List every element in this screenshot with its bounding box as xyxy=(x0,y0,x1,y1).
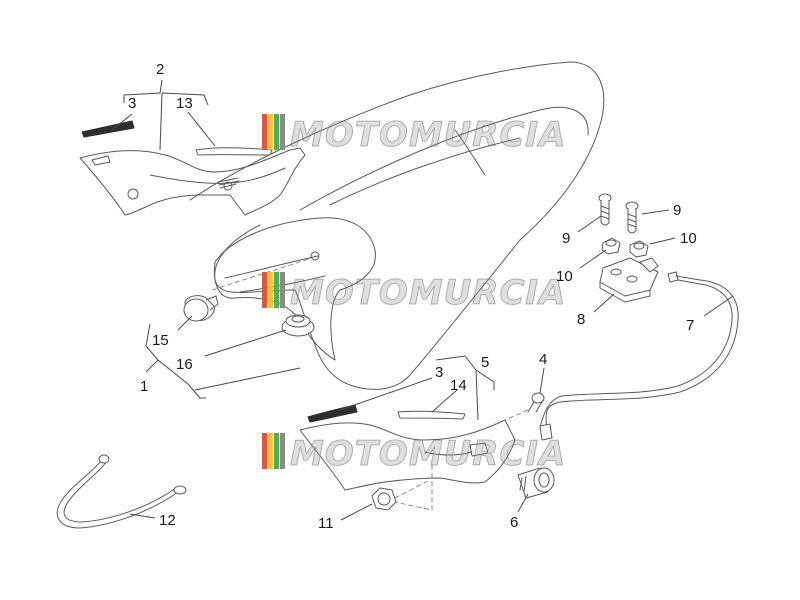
watermark-stripe-gray xyxy=(280,272,285,308)
watermark-stripe-green xyxy=(274,114,279,150)
spacer-part-10a xyxy=(601,237,621,255)
watermark-stripe-yellow xyxy=(268,272,273,308)
callout-7: 7 xyxy=(686,317,694,334)
callout-1: 1 xyxy=(140,378,148,395)
callout-13: 13 xyxy=(176,95,193,112)
cable-part-12 xyxy=(57,454,187,529)
spacer-part-10b xyxy=(629,240,649,258)
left-side-panel xyxy=(79,120,306,216)
callout-8: 8 xyxy=(577,311,585,328)
callout-3-right: 3 xyxy=(435,364,443,381)
callout-14: 14 xyxy=(450,377,467,394)
lock-nut-part-11 xyxy=(371,465,433,511)
callout-labels: 2 3 13 9 9 10 10 8 7 15 16 1 4 5 3 14 6 … xyxy=(128,61,697,532)
callout-10-left: 10 xyxy=(556,268,573,285)
screw-part-9b xyxy=(625,201,639,234)
callout-11: 11 xyxy=(318,515,334,532)
latch-bracket-part-8 xyxy=(599,257,659,303)
watermark-stripe-yellow xyxy=(268,433,273,469)
callout-12: 12 xyxy=(159,512,176,529)
callout-6: 6 xyxy=(510,514,518,531)
watermark-top: MOTOMURCIA xyxy=(262,114,566,156)
callout-15: 15 xyxy=(152,332,169,349)
callout-10-right: 10 xyxy=(680,230,697,247)
watermark-stripe-green xyxy=(274,272,279,308)
leader-lines xyxy=(111,79,734,521)
watermark-text: MOTOMURCIA xyxy=(290,115,566,155)
watermark-bottom: MOTOMURCIA xyxy=(262,433,566,475)
watermark-stripe-green xyxy=(274,433,279,469)
callout-9-left: 9 xyxy=(562,230,570,247)
watermark-stripe-yellow xyxy=(268,114,273,150)
lock-cylinder-part-6 xyxy=(517,467,555,499)
watermark-stripe-gray xyxy=(280,433,285,469)
watermark-stripe-red xyxy=(262,272,267,308)
watermark-stripe-red xyxy=(262,433,267,469)
screw-part-9a xyxy=(598,193,612,226)
watermark-stripe-gray xyxy=(280,114,285,150)
grommet-part-16 xyxy=(281,314,315,337)
right-side-panel xyxy=(299,404,516,491)
watermark-stripe-red xyxy=(262,114,267,150)
watermark-text: MOTOMURCIA xyxy=(290,434,566,474)
seat xyxy=(189,61,605,390)
knob-part-15 xyxy=(183,295,219,322)
callout-16: 16 xyxy=(176,356,193,373)
release-cable-part-7 xyxy=(539,271,739,441)
bolt-part-4 xyxy=(504,392,545,421)
callout-9-right: 9 xyxy=(673,202,681,219)
callout-2: 2 xyxy=(156,61,164,78)
watermark-text: MOTOMURCIA xyxy=(290,273,566,313)
callout-3-left: 3 xyxy=(128,95,136,112)
callout-4: 4 xyxy=(539,351,547,368)
watermark-middle: MOTOMURCIA xyxy=(262,272,566,314)
callout-5: 5 xyxy=(481,354,489,371)
